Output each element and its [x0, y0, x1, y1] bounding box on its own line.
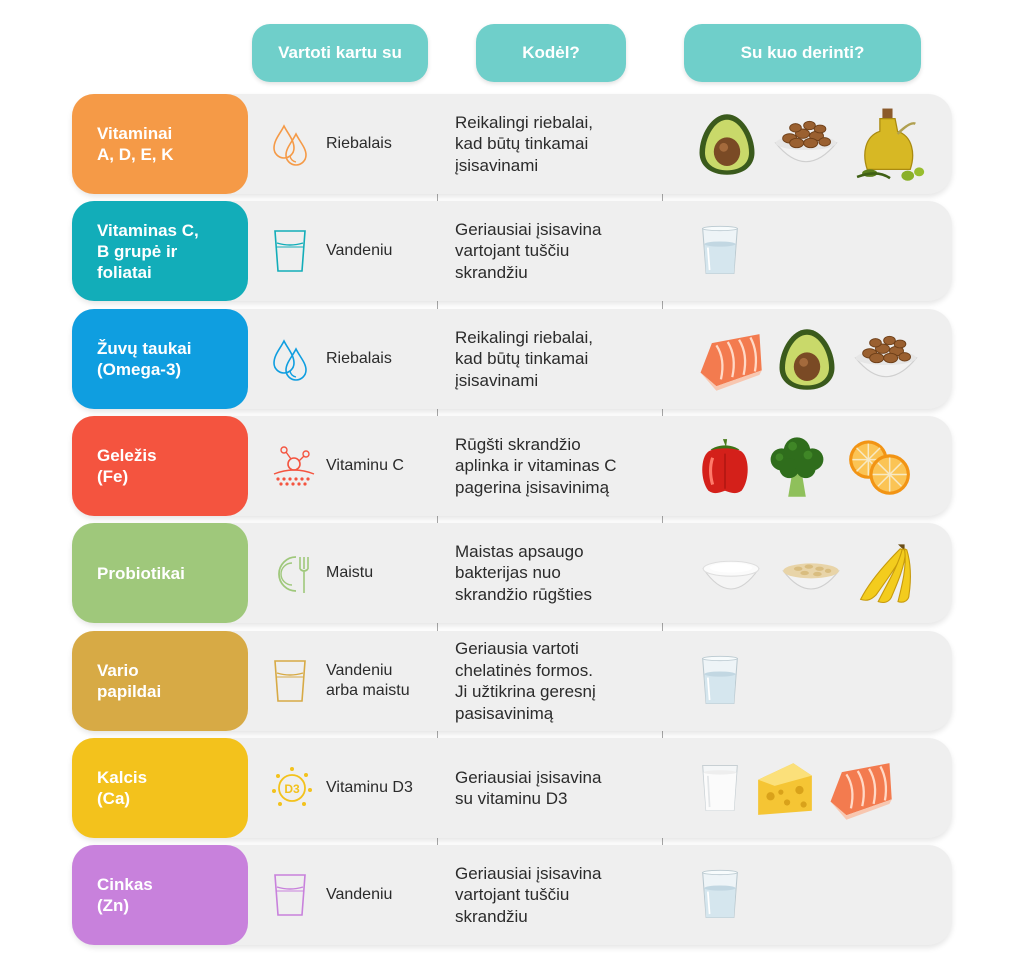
take-with-text: Riebalais — [326, 309, 436, 409]
take-with-value: Riebalais — [326, 135, 392, 152]
food-images — [684, 416, 946, 516]
food-images — [684, 523, 946, 623]
header-with-label: Vartoti kartu su — [278, 43, 402, 62]
molecule-icon — [270, 442, 315, 490]
reason-value: Maistas apsaugo bakterijas nuo skrandžio… — [455, 541, 593, 604]
nutrient-label: Vitaminas C, B grupė ir foliatai — [72, 201, 248, 301]
nutrient-label: Kalcis (Ca) — [72, 738, 248, 838]
header-why-label: Kodėl? — [522, 43, 580, 62]
nuts-image — [768, 108, 844, 178]
milk-glass-image — [694, 753, 746, 823]
food-images — [684, 201, 946, 301]
reason-value: Geriausia vartoti chelatinės formos. Ji … — [455, 639, 596, 723]
water-glass-icon — [270, 871, 310, 919]
nutrient-label: Geležis (Fe) — [72, 416, 248, 516]
nuts-image — [848, 323, 924, 393]
take-with-text: Vandeniu — [326, 845, 436, 945]
nutrient-name: Kalcis (Ca) — [97, 768, 148, 808]
reason-value: Geriausiai įsisavina vartojant tuščiu sk… — [455, 863, 602, 926]
water-glass-image — [694, 220, 746, 282]
food-images — [684, 309, 946, 409]
take-with-value: Vandeniu — [326, 886, 393, 903]
take-with-value: Vandeniu — [326, 242, 393, 259]
reason-text: Reikalingi riebalai, kad būtų tinkamai į… — [455, 309, 675, 409]
water-glass-icon — [270, 657, 310, 705]
nutrient-label: Cinkas (Zn) — [72, 845, 248, 945]
nutrient-name: Vitaminas C, B grupė ir foliatai — [97, 220, 199, 282]
take-with-text: Vandeniu arba maistu — [326, 631, 436, 731]
reason-text: Rūgšti skrandžio aplinka ir vitaminas C … — [455, 416, 675, 516]
nutrient-name: Vitaminai A, D, E, K — [97, 124, 174, 164]
reason-text: Maistas apsaugo bakterijas nuo skrandžio… — [455, 523, 675, 623]
salmon-image — [824, 754, 896, 822]
olive-oil-image — [852, 104, 928, 184]
salmon-image — [694, 325, 766, 393]
column-divider-1 — [437, 94, 438, 942]
take-with-value: Vitaminu D3 — [326, 779, 413, 796]
reason-value: Geriausiai įsisavina vartojant tuščiu sk… — [455, 219, 602, 282]
plate-icon — [270, 549, 310, 597]
vitamin-d3-icon: D3 — [270, 764, 312, 812]
table-row: Vitaminai A, D, E, K Riebalais Reikalingi … — [72, 94, 952, 194]
take-with-value: Maistu — [326, 564, 374, 581]
nutrient-label: Žuvų taukai (Omega-3) — [72, 309, 248, 409]
avocado-image — [774, 326, 840, 392]
take-with-value: Vandeniu arba maistu — [326, 662, 410, 699]
yogurt-image — [694, 541, 768, 605]
reason-text: Geriausiai įsisavina su vitaminu D3 — [455, 738, 675, 838]
food-images — [684, 631, 946, 731]
take-with-text: Vitaminu D3 — [326, 738, 436, 838]
oats-image — [776, 541, 846, 605]
table-row: Žuvų taukai (Omega-3) Riebalais Reikalingi… — [72, 309, 952, 409]
table-row: Probiotikai Maistu Maistas apsaugo bakteri… — [72, 523, 952, 623]
red-pepper-image — [694, 431, 756, 501]
take-with-value: Vitaminu C — [326, 457, 404, 474]
reason-text: Geriausiai įsisavina vartojant tuščiu sk… — [455, 201, 675, 301]
nutrient-label: Vario papildai — [72, 631, 248, 731]
oil-drops-icon — [270, 335, 310, 383]
header-combine-label: Su kuo derinti? — [740, 43, 865, 62]
nutrient-name: Probiotikai — [97, 563, 185, 583]
table-row: Kalcis (Ca) D3 Vitaminu D3 Geriausiai įsisa… — [72, 738, 952, 838]
svg-text:D3: D3 — [284, 782, 300, 796]
food-images — [684, 94, 946, 194]
reason-value: Reikalingi riebalai, kad būtų tinkamai į… — [455, 112, 593, 175]
take-with-text: Maistu — [326, 523, 436, 623]
nutrient-name: Cinkas (Zn) — [97, 875, 153, 915]
nutrient-name: Geležis (Fe) — [97, 446, 157, 486]
food-images — [684, 738, 946, 838]
nutrient-label: Vitaminai A, D, E, K — [72, 94, 248, 194]
table-row: Vario papildai Vandeniu arba maistu Geriau… — [72, 631, 952, 731]
reason-text: Reikalingi riebalai, kad būtų tinkamai į… — [455, 94, 675, 194]
header-with: Vartoti kartu su — [252, 24, 428, 82]
reason-value: Geriausiai įsisavina su vitaminu D3 — [455, 767, 602, 809]
orange-image — [838, 434, 920, 498]
reason-value: Reikalingi riebalai, kad būtų tinkamai į… — [455, 327, 593, 390]
table-row: Geležis (Fe) Vitaminu C Rūgšti skrandžio a… — [72, 416, 952, 516]
broccoli-image — [764, 433, 830, 499]
water-glass-icon — [270, 227, 310, 275]
bananas-image — [854, 537, 920, 609]
nutrient-label: Probiotikai — [72, 523, 248, 623]
take-with-text: Riebalais — [326, 94, 436, 194]
food-images — [684, 845, 946, 945]
header-why: Kodėl? — [476, 24, 626, 82]
header-combine: Su kuo derinti? — [684, 24, 921, 82]
reason-text: Geriausia vartoti chelatinės formos. Ji … — [455, 631, 675, 731]
take-with-value: Riebalais — [326, 350, 392, 367]
column-divider-2 — [662, 94, 663, 942]
nutrient-name: Vario papildai — [97, 661, 162, 701]
avocado-image — [694, 111, 760, 177]
reason-value: Rūgšti skrandžio aplinka ir vitaminas C … — [455, 434, 617, 497]
reason-text: Geriausiai įsisavina vartojant tuščiu sk… — [455, 845, 675, 945]
take-with-text: Vandeniu — [326, 201, 436, 301]
take-with-text: Vitaminu C — [326, 416, 436, 516]
oil-drops-icon — [270, 120, 310, 168]
nutrient-name: Žuvų taukai (Omega-3) — [97, 339, 192, 379]
table-row: Vitaminas C, B grupė ir foliatai Vandeniu… — [72, 201, 952, 301]
water-glass-image — [694, 650, 746, 712]
cheese-image — [754, 756, 816, 820]
water-glass-image — [694, 864, 746, 926]
table-row: Cinkas (Zn) Vandeniu Geriausiai įsisavina … — [72, 845, 952, 945]
